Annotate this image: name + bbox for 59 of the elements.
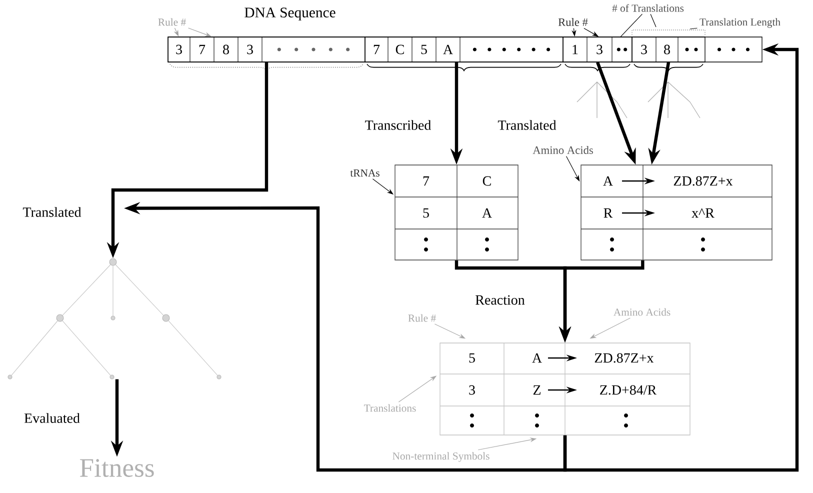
- leader-line: [690, 28, 698, 30]
- sequence-symbol: 3: [596, 44, 602, 54]
- annotation-label: # of Translations: [612, 4, 684, 12]
- annotation-label: Translations: [364, 404, 416, 412]
- sequence-symbol: 5: [421, 44, 427, 54]
- table-entry: x^R: [692, 208, 714, 218]
- sequence-symbol: 7: [199, 44, 206, 54]
- tree-node: [216, 374, 222, 380]
- tree-branch: [115, 264, 164, 316]
- annotation-label: Amino Acids: [614, 308, 670, 316]
- fitness-label: Fitness: [80, 459, 154, 477]
- annotation-label: Translation Length: [700, 18, 780, 28]
- tree-node: [110, 316, 116, 320]
- edge-label: Transcribed: [364, 118, 433, 132]
- table-entry: A: [532, 353, 542, 363]
- table-entry: A: [482, 208, 492, 218]
- table-entry: 3: [469, 385, 475, 395]
- table-entry: Z: [533, 385, 540, 395]
- tree-node: [109, 258, 117, 266]
- annotation-label: Rule #: [408, 314, 436, 322]
- sequence-symbol: 3: [247, 44, 253, 54]
- heading: DNA Sequence: [244, 8, 336, 20]
- sequence-symbol: 3: [641, 44, 647, 54]
- sequence-symbol: 8: [223, 44, 229, 54]
- edge-label: Reaction: [474, 294, 526, 306]
- leader-line: [650, 14, 656, 28]
- tree-node: [162, 314, 170, 322]
- edge-label: Evaluated: [22, 412, 82, 424]
- table-entry: ZD.87Z+x: [594, 353, 654, 363]
- edge-label: Translated: [496, 118, 558, 132]
- annotation-label: Rule #: [558, 18, 588, 26]
- table-entry: C: [482, 176, 491, 186]
- sequence-symbol: 7: [374, 44, 380, 54]
- sequence-symbol: 3: [176, 44, 182, 54]
- tree-branch: [168, 320, 218, 376]
- sequence-symbol: 8: [664, 44, 670, 54]
- edge-label: Translated: [21, 206, 83, 218]
- table-entry: R: [604, 208, 613, 218]
- table-entry: A: [603, 176, 613, 186]
- sequence-symbol: 1: [572, 44, 578, 54]
- sequence-symbol: C: [396, 44, 404, 54]
- annotation-label: Non-terminal Symbols: [392, 452, 490, 462]
- sequence-symbol: A: [443, 44, 453, 54]
- tree-branch: [112, 265, 114, 316]
- tree-branch: [11, 320, 58, 376]
- leader-line: [620, 14, 643, 37]
- table-entry: 7: [423, 176, 430, 186]
- tree-node: [56, 314, 64, 322]
- table-entry: 5: [423, 208, 429, 218]
- tree-branch: [62, 320, 111, 376]
- annotation-label: Rule #: [158, 18, 186, 26]
- tree-node: [8, 374, 12, 380]
- annotation-label: tRNAs: [350, 169, 380, 177]
- tree-branch: [62, 264, 111, 316]
- table-entry: 5: [469, 353, 475, 363]
- table-entry: Z.D+84/R: [600, 385, 657, 395]
- tree-node: [110, 374, 114, 380]
- table-entry: ZD.87Z+x: [674, 176, 733, 186]
- annotation-label: Amino Acids: [532, 146, 593, 154]
